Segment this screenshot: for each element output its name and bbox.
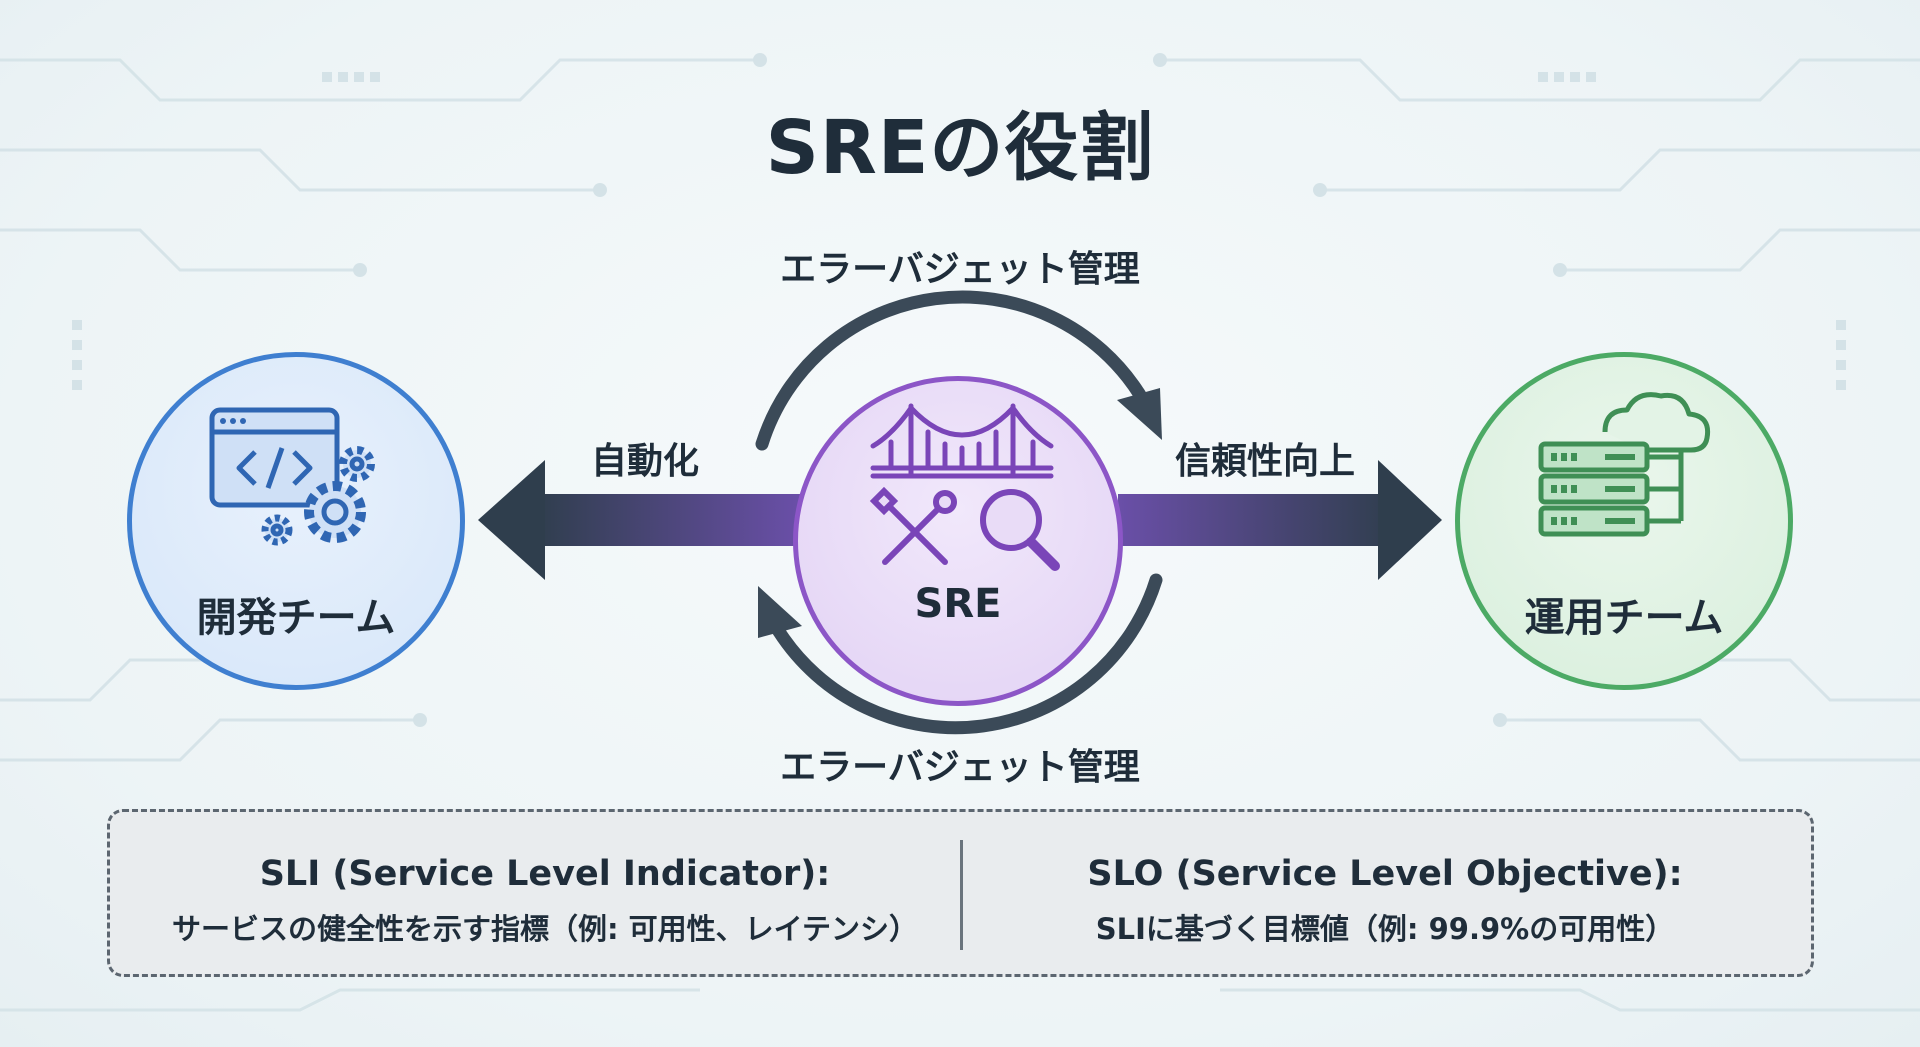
sli-slo-info-box: SLI (Service Level Indicator): サービスの健全性を…: [107, 809, 1814, 977]
sli-section: SLI (Service Level Indicator): サービスの健全性を…: [135, 854, 955, 948]
code-window-gears-icon: [209, 407, 375, 546]
slo-section: SLO (Service Level Objective): SLIに基づく目標…: [975, 854, 1795, 948]
ops-team-node: 運用チーム: [1455, 352, 1793, 690]
top-cycle-label: エラーバジェット管理: [780, 249, 1140, 290]
info-divider: [960, 840, 963, 950]
server-cloud-icon: [1538, 392, 1711, 537]
top-cycle-arrowhead: [1117, 388, 1162, 440]
left-arrow-label: 自動化: [590, 441, 699, 482]
right-arrow: [1118, 460, 1442, 580]
slo-heading: SLO (Service Level Objective):: [1087, 854, 1683, 894]
ops-team-label: 運用チーム: [1524, 595, 1724, 641]
bottom-cycle-arrowhead: [758, 586, 802, 638]
bridge-tools-magnifier-icon: [869, 403, 1060, 571]
dev-team-label: 開発チーム: [196, 595, 396, 641]
bottom-cycle-label: エラーバジェット管理: [780, 747, 1140, 788]
sli-description: サービスの健全性を示す指標（例: 可用性、レイテンシ）: [171, 912, 919, 946]
slo-description: SLIに基づく目標値（例: 99.9%の可用性）: [1095, 912, 1675, 946]
top-cycle-arrow: [755, 290, 1147, 451]
left-arrow: [478, 460, 800, 580]
sli-heading: SLI (Service Level Indicator):: [259, 854, 831, 894]
right-arrow-label: 信頼性向上: [1174, 441, 1355, 482]
page-title: SREの役割: [765, 105, 1155, 191]
bottom-cycle-arrow: [771, 573, 1163, 735]
dev-team-node: 開発チーム: [127, 352, 465, 690]
sre-label: SRE: [914, 581, 1002, 627]
sre-node: SRE: [793, 376, 1123, 706]
